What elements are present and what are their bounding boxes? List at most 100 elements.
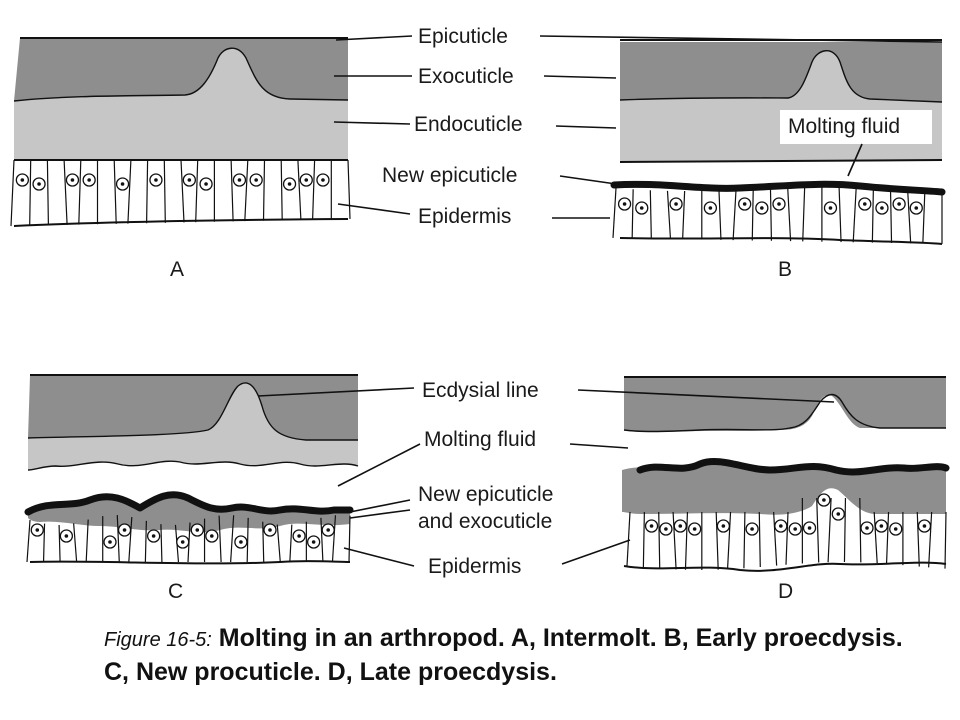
labels: Epicuticle Exocuticle Endocuticle Moltin… <box>257 25 943 578</box>
cell-nucleus-dot <box>180 540 185 544</box>
cell-wall <box>276 524 281 563</box>
figure-ref: Figure 16-5: <box>104 629 212 651</box>
cell-nucleus-dot <box>321 178 325 182</box>
panel-d-epidermis <box>626 493 947 570</box>
cell-wall <box>262 159 266 221</box>
cell-nucleus-dot <box>154 178 158 182</box>
cell-wall <box>907 190 912 244</box>
cell-wall <box>726 511 732 570</box>
cell-nucleus-dot <box>865 526 869 530</box>
figure-caption: Figure 16-5: Molting in an arthropod. A,… <box>104 622 924 688</box>
cell-wall <box>802 184 806 242</box>
cell-wall <box>262 521 265 563</box>
panel-letter-b: B <box>778 258 792 281</box>
panel-a-endocuticle <box>14 48 348 160</box>
cell-wall <box>116 515 120 563</box>
cell-wall <box>29 159 32 226</box>
cell-nucleus-dot <box>108 540 112 544</box>
cell-wall <box>160 524 163 563</box>
cell-wall <box>144 520 147 563</box>
cell-wall <box>786 185 792 242</box>
cell-wall <box>672 511 677 570</box>
label-new-epi-exo-1: New epicuticle <box>418 483 553 506</box>
cell-wall <box>230 159 234 222</box>
cell-wall <box>612 187 617 238</box>
cell-wall <box>751 187 754 241</box>
cell-nucleus-dot <box>721 524 726 528</box>
cell-nucleus-dot <box>87 178 91 182</box>
cell-nucleus-dot <box>674 202 678 206</box>
cell-nucleus-dot <box>122 528 127 532</box>
cell-nucleus-dot <box>287 182 292 186</box>
cell-nucleus-dot <box>304 178 309 182</box>
cell-wall <box>26 519 31 563</box>
cell-nucleus-dot <box>622 202 627 206</box>
cell-nucleus-dot <box>777 202 781 206</box>
panel-c-exocuticle <box>28 376 358 440</box>
cell-nucleus-dot <box>239 540 243 544</box>
cell-nucleus-dot <box>35 528 40 532</box>
cell-wall <box>642 511 645 568</box>
label-endocuticle: Endocuticle <box>414 113 523 136</box>
panel-a: A <box>10 37 351 281</box>
cell-nucleus-dot <box>254 178 258 182</box>
cell-nucleus-dot <box>204 182 208 186</box>
cell-nucleus-dot <box>639 206 644 210</box>
cell-nucleus-dot <box>187 178 192 182</box>
cell-nucleus-dot <box>779 524 783 528</box>
cell-wall <box>852 187 857 243</box>
panel-b-exocuticle <box>620 42 942 102</box>
cell-wall <box>649 190 652 239</box>
cell-wall <box>928 511 933 568</box>
cell-wall <box>873 511 878 564</box>
cell-wall <box>280 159 283 221</box>
cell-nucleus-dot <box>649 524 654 528</box>
cell-nucleus-dot <box>237 178 242 182</box>
cell-nucleus-dot <box>880 206 884 210</box>
cell-wall <box>244 159 249 222</box>
cell-wall <box>859 497 862 563</box>
cell-nucleus-dot <box>151 534 156 538</box>
cell-nucleus-dot <box>20 178 25 182</box>
cell-nucleus-dot <box>922 524 927 528</box>
cell-wall <box>113 159 117 224</box>
panel-d: D <box>622 376 950 603</box>
cell-wall <box>631 189 634 239</box>
cell-wall <box>10 159 15 227</box>
cell-nucleus-dot <box>793 527 797 531</box>
cell-wall <box>769 186 773 241</box>
cell-nucleus-dot <box>828 206 833 210</box>
cell-nucleus-dot <box>879 524 884 528</box>
cell-wall <box>42 523 46 563</box>
cell-wall <box>85 519 89 563</box>
cell-nucleus-dot <box>692 527 697 531</box>
cell-nucleus-dot <box>914 206 919 210</box>
cell-wall <box>127 159 132 224</box>
cell-wall <box>885 511 890 564</box>
cell-wall <box>218 515 222 563</box>
panel-b-epidermis <box>612 184 943 244</box>
panel-c: C <box>24 374 359 603</box>
cell-wall <box>758 511 761 567</box>
cell-wall <box>916 511 920 567</box>
cell-wall <box>78 159 82 225</box>
cell-nucleus-dot <box>120 182 125 186</box>
cell-wall <box>843 497 847 563</box>
cell-wall <box>816 497 820 563</box>
label-molting-fluid-b: Molting fluid <box>788 115 900 138</box>
panel-letter-c: C <box>168 580 183 603</box>
cell-wall <box>246 517 249 563</box>
cell-wall <box>666 190 672 240</box>
cell-wall <box>348 515 351 563</box>
cell-wall <box>63 159 68 225</box>
cell-wall <box>347 159 351 219</box>
cell-wall <box>297 159 302 221</box>
cell-nucleus-dot <box>836 512 841 516</box>
cell-nucleus-dot <box>64 534 69 538</box>
cell-wall <box>684 511 689 570</box>
cell-wall <box>46 159 49 226</box>
cell-nucleus-dot <box>297 534 301 538</box>
cell-nucleus-dot <box>760 206 764 210</box>
cell-wall <box>163 159 166 223</box>
